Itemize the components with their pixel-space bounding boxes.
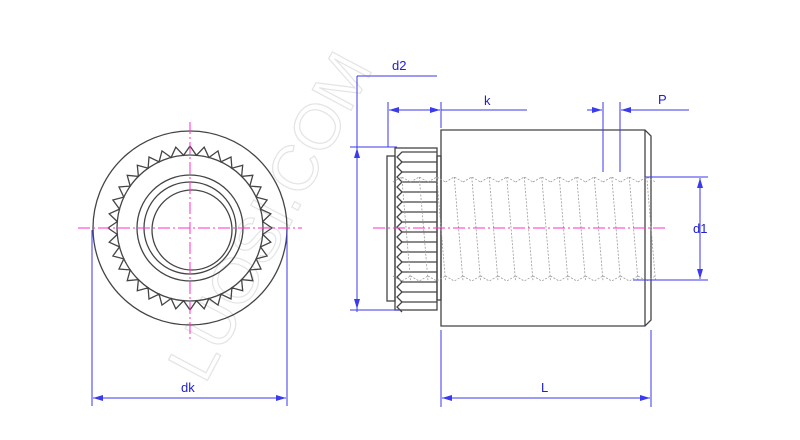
thread-crest — [410, 176, 429, 282]
watermark: LUOSI.COM — [154, 41, 386, 392]
knurl-ridge — [396, 171, 437, 183]
thread-crest — [585, 176, 604, 282]
thread-minor-circle — [151, 189, 233, 271]
hidden-thread — [392, 176, 656, 282]
thread-crest — [427, 176, 446, 282]
dk-label: dk — [181, 380, 195, 395]
l-label: L — [541, 380, 548, 395]
p-label: P — [658, 92, 667, 107]
knurl-ridge — [396, 201, 437, 213]
knurl-ridge — [396, 281, 437, 293]
knurl-band — [394, 147, 438, 311]
thread-crest — [497, 176, 516, 282]
side-view — [373, 129, 665, 327]
thread-crest — [462, 176, 481, 282]
thread-crest — [532, 176, 551, 282]
thread-crest — [567, 176, 586, 282]
knurl-ridge — [396, 251, 437, 263]
knurl-ridge — [396, 151, 437, 163]
thread-crest — [637, 176, 656, 282]
dimensions: d2 k P d1 L dk — [91, 58, 708, 407]
thread-crest — [620, 176, 639, 282]
knurl-ridge — [396, 231, 437, 243]
thread-crest — [480, 176, 499, 282]
knurl-ridge — [396, 191, 437, 203]
knurl-ridge — [396, 291, 437, 303]
knurl-side — [394, 147, 438, 313]
knurl-ridge — [396, 221, 437, 233]
knurl-ridge — [396, 181, 437, 193]
end-view — [78, 122, 302, 342]
knurl-ridge — [396, 161, 437, 173]
d2-label: d2 — [392, 58, 406, 73]
k-label: k — [484, 93, 491, 108]
thread-crest — [550, 176, 569, 282]
knurl-ridge — [396, 261, 437, 273]
thread-crest — [445, 176, 464, 282]
thread-crest — [515, 176, 534, 282]
thread-crest — [602, 176, 621, 282]
knurl-ridge — [396, 211, 437, 223]
thread-crest — [392, 176, 411, 282]
d1-label: d1 — [693, 221, 707, 236]
knurl-ridge — [396, 241, 437, 253]
